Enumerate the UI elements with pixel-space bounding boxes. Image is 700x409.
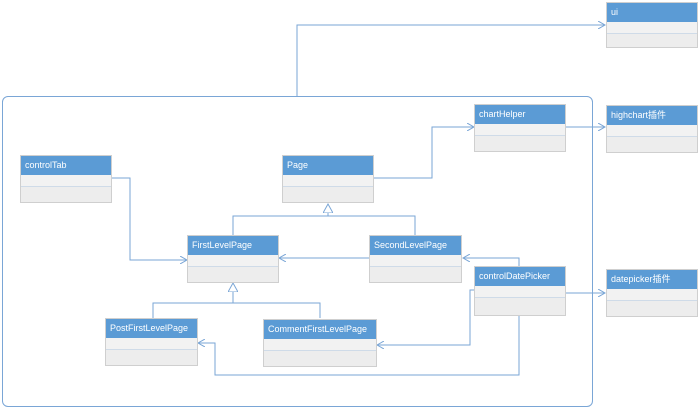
class-methods bbox=[607, 137, 697, 152]
module-container bbox=[2, 96, 593, 407]
class-controltab[interactable]: controlTab bbox=[20, 155, 112, 203]
class-name: controlDatePicker bbox=[475, 267, 565, 286]
connector-controltab-firstlevel bbox=[112, 177, 187, 260]
class-highchart-plugin[interactable]: highchart插件 bbox=[606, 105, 698, 153]
class-postfirstlevelpage[interactable]: PostFirstLevelPage bbox=[105, 318, 198, 366]
connector-container-ui bbox=[296, 25, 605, 96]
class-name: SecondLevelPage bbox=[370, 236, 461, 255]
class-name: controlTab bbox=[21, 156, 111, 175]
connector-firstlevel-page bbox=[232, 204, 328, 236]
connector-post-firstlevel bbox=[152, 283, 233, 318]
class-methods bbox=[21, 187, 111, 202]
class-methods bbox=[106, 350, 197, 365]
class-charthelper[interactable]: chartHelper bbox=[474, 104, 566, 152]
class-name: FirstLevelPage bbox=[188, 236, 278, 255]
class-commentfirstlevelpage[interactable]: CommentFirstLevelPage bbox=[263, 319, 377, 367]
class-methods bbox=[188, 267, 278, 282]
class-methods bbox=[607, 34, 697, 47]
class-attributes bbox=[370, 255, 461, 267]
class-methods bbox=[264, 351, 376, 366]
connector-comment-firstlevel bbox=[233, 302, 321, 318]
class-name: CommentFirstLevelPage bbox=[264, 320, 376, 339]
class-attributes bbox=[283, 175, 373, 187]
class-attributes bbox=[607, 125, 697, 137]
class-name: Page bbox=[283, 156, 373, 175]
class-methods bbox=[370, 267, 461, 282]
connector-datepicker-post bbox=[198, 316, 520, 376]
class-name: ui bbox=[607, 3, 697, 22]
class-methods bbox=[607, 301, 697, 316]
class-name: chartHelper bbox=[475, 105, 565, 124]
class-secondlevelpage[interactable]: SecondLevelPage bbox=[369, 235, 462, 283]
connector-page-charthelper bbox=[373, 127, 474, 179]
class-attributes bbox=[106, 338, 197, 350]
class-controldatepicker[interactable]: controlDatePicker bbox=[474, 266, 566, 316]
connector-secondlevel-page bbox=[328, 215, 416, 236]
class-attributes bbox=[264, 339, 376, 351]
class-methods bbox=[475, 298, 565, 315]
class-firstlevelpage[interactable]: FirstLevelPage bbox=[187, 235, 279, 283]
class-name: PostFirstLevelPage bbox=[106, 319, 197, 338]
class-datepicker-plugin[interactable]: datepicker插件 bbox=[606, 269, 698, 317]
class-page[interactable]: Page bbox=[282, 155, 374, 203]
class-attributes bbox=[607, 22, 697, 34]
class-attributes bbox=[21, 175, 111, 187]
class-attributes bbox=[188, 255, 278, 267]
class-attributes bbox=[475, 124, 565, 136]
class-attributes bbox=[475, 286, 565, 298]
class-methods bbox=[283, 187, 373, 202]
connector-datepicker-secondlevel bbox=[463, 258, 520, 266]
class-ui[interactable]: ui bbox=[606, 2, 698, 48]
class-attributes bbox=[607, 289, 697, 301]
class-methods bbox=[475, 136, 565, 151]
class-name: highchart插件 bbox=[607, 106, 697, 125]
class-name: datepicker插件 bbox=[607, 270, 697, 289]
